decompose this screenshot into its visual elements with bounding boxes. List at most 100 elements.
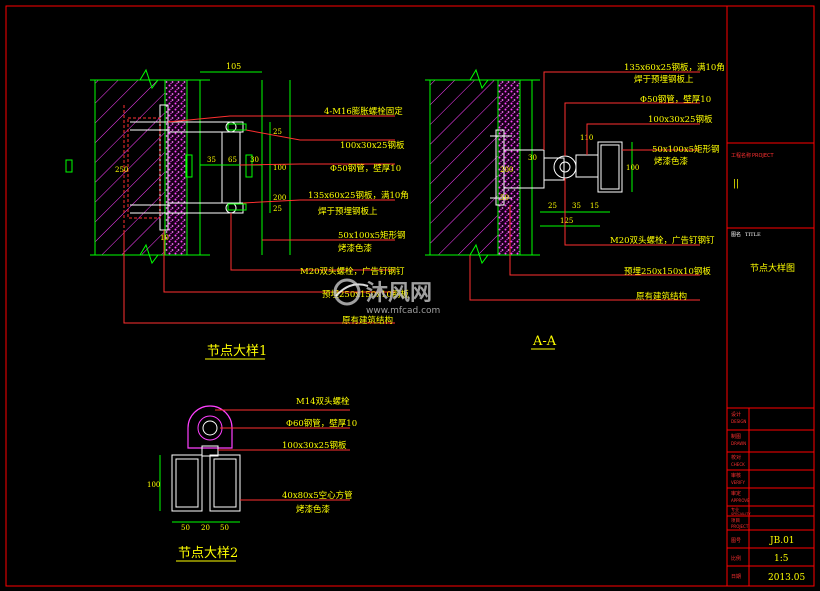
detail1-label-4: 焊于预埋钢板上	[318, 206, 378, 217]
detail2-label-0: M14双头螺栓	[296, 396, 350, 407]
detail1-dim-30: 30	[250, 156, 259, 164]
tb-drawing-no: JB.01	[769, 536, 795, 546]
detail2-dim-50b: 50	[220, 524, 229, 532]
aa-label-6: M20双头螺栓，广告钉钢钉	[610, 235, 715, 246]
aa-label-5: 烤漆色漆	[654, 156, 689, 167]
detail1-nut-top	[227, 123, 247, 131]
aa-dim-25: 25	[548, 202, 557, 210]
tb-scale: 1:5	[774, 554, 789, 564]
detail1-label-5: 50x100x5矩形钢	[338, 230, 406, 241]
tb-drawing-no-label: 图号	[731, 538, 741, 544]
detail1-label-7: M20双头螺栓，广告钉钢钉	[300, 266, 405, 277]
detail1-break-top	[90, 68, 210, 90]
detail1-dim-25b: 25	[273, 205, 282, 213]
detail1-arm-bottom	[167, 202, 244, 214]
aa-dim-35: 35	[572, 202, 581, 210]
detail1-dim-35: 35	[207, 156, 216, 164]
aa-label-8: 原有建筑结构	[636, 291, 687, 302]
tb-date-label: 日期	[731, 574, 741, 580]
detail1-arm-top	[167, 121, 244, 133]
detail2-label-1: Φ60钢管，壁厚10	[286, 418, 357, 429]
tb-rows: 设计 DESIGN 制图 DRAWN 校对 CHECK 审核 VERIFY 审定…	[727, 411, 814, 583]
watermark-brand: 沐风网	[366, 281, 432, 306]
detail1-pin-top	[225, 121, 237, 133]
detail1-leader-2	[245, 129, 395, 141]
tb-row-6-cn: 项目	[731, 518, 740, 524]
tb-drawing-label-en: TITLE	[745, 232, 761, 238]
detail1-label-1: 100x30x25钢板	[340, 140, 405, 151]
detail2-label-4: 烤漆色漆	[296, 504, 331, 515]
detail1-dim-105: 105	[226, 62, 241, 71]
detail1-title: 节点大样1	[207, 344, 267, 359]
tb-row-5-cn: 专业	[731, 506, 739, 512]
side-mark	[65, 159, 73, 173]
titleblock: 工程名称 PROJECT || 图名 TITLE 节点大样图 设计 DESIGN…	[727, 142, 814, 586]
detail2-tube-outer	[197, 415, 223, 441]
aa-dim-100: 100	[626, 164, 639, 172]
tb-project-label: 工程名称	[731, 152, 751, 159]
tb-row-3-cn: 审核	[731, 472, 741, 479]
detail2-clevis	[187, 405, 233, 449]
detail1-label-3: 135x60x25钢板，满10角	[308, 190, 409, 201]
aa-leader-2	[564, 102, 700, 156]
tb-row-6-en: PROJECT	[731, 524, 749, 529]
watermark-logo-swoosh	[335, 283, 369, 297]
aa-break-top	[425, 68, 540, 90]
aa-break-bottom	[425, 243, 540, 265]
detail1-label-8: 预埋250x150x10钢板	[322, 289, 409, 300]
watermark-logo	[333, 278, 361, 306]
tb-row-2-cn: 校对	[731, 454, 741, 461]
tb-row-5-en: SPECIALITY	[731, 512, 752, 516]
tb-row-1-en: DRAWN	[731, 441, 746, 446]
detail2-dim-50a: 50	[181, 524, 190, 532]
aa-rect-steel-inner	[600, 144, 620, 190]
detail1-label-9: 原有建筑结构	[342, 315, 393, 326]
aa-label-0: 135x60x25钢板，满10角	[624, 62, 725, 73]
detail1-drawing: 105 25 100 200 25 35 65 30 250 10 4-M16膨…	[65, 62, 409, 360]
aa-rect-steel	[597, 141, 623, 193]
aa-bracket-2	[543, 157, 565, 181]
detail1-label-2: Φ50钢管，壁厚10	[330, 163, 401, 174]
detail2-drawing: 50 20 50 100 M14双头螺栓 Φ60钢管，壁厚10 100x30x2…	[147, 396, 357, 562]
aa-connector	[575, 154, 599, 178]
detail1-label-6: 烤漆色漆	[338, 243, 373, 254]
detail1-nut-bot	[227, 203, 247, 211]
detail1-dim-100: 100	[273, 164, 286, 172]
tb-date: 2013.05	[768, 573, 805, 583]
aa-label-4: 50x100x5矩形钢	[652, 144, 720, 155]
detail2-tube-right-inner	[213, 458, 237, 508]
aa-tube-outer	[553, 155, 577, 179]
detail1-node-a	[185, 154, 193, 178]
detail2-label-2: 100x30x25钢板	[282, 440, 347, 451]
detail1-break-bottom	[90, 243, 210, 265]
tb-row-0-cn: 设计	[731, 411, 741, 418]
aa-dim-15: 15	[590, 202, 599, 210]
tb-drawing-label: 图名	[731, 231, 741, 238]
detail1-plate-dashed	[127, 117, 161, 219]
aa-dim-200: 200	[500, 166, 513, 174]
detail2-dim-100: 100	[147, 481, 160, 489]
detail1-node-b	[245, 154, 253, 178]
aa-label-3: 100x30x25钢板	[648, 114, 713, 125]
tb-row-2-en: CHECK	[731, 462, 745, 467]
detail1-leader-4	[242, 199, 395, 204]
detail2-tube-right	[209, 454, 241, 512]
tb-row-4-en: APPROVE	[731, 498, 750, 503]
detail1-dim-25a: 25	[273, 128, 282, 136]
detail1-dim-65: 65	[228, 156, 237, 164]
aa-dim-125: 125	[560, 217, 573, 225]
detail2-title: 节点大样2	[178, 546, 238, 561]
watermark-url: www.mfcad.com	[366, 306, 440, 316]
tb-scale-label: 比例	[731, 555, 741, 562]
tb-row-3-en: VERIFY	[731, 480, 746, 485]
detail1-leader-8	[123, 230, 395, 324]
detail1-tube	[221, 131, 241, 204]
detail1-label-0: 4-M16膨胀螺栓固定	[324, 106, 403, 117]
detail2-dim-20: 20	[201, 524, 210, 532]
detail1-dim-250: 250	[115, 166, 128, 174]
aa-title: A-A	[532, 334, 557, 349]
detail1-leader-6	[230, 213, 395, 271]
aa-tube-inner	[559, 161, 571, 173]
aa-leader-1	[543, 71, 700, 150]
detail2-tube-inner	[202, 420, 218, 436]
